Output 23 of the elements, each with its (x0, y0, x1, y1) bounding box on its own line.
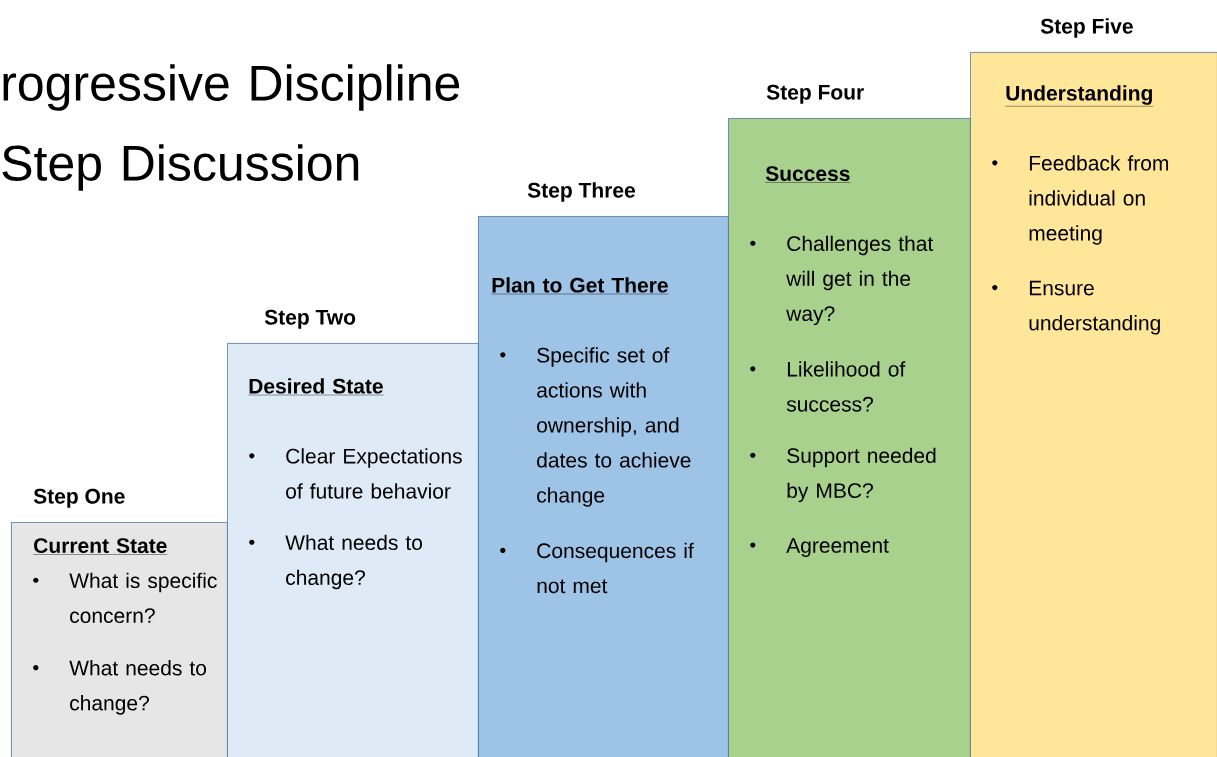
step-label: Step Two (264, 309, 356, 329)
step-label: Step Three (527, 182, 635, 202)
bullet-item: Agreement (750, 538, 889, 558)
bullet-item: Support needed by MBC? (750, 447, 936, 503)
bullet-item: Likelihood of success? (750, 361, 906, 412)
step-label: Step Five (1040, 18, 1133, 38)
bullet-item: Ensure understanding (992, 280, 1160, 335)
heading: Desired State (248, 378, 384, 396)
bullet-item: Specific set of actions with ownership, and dates to achieve change (500, 347, 691, 507)
bullet-item: What needs to change? (33, 660, 207, 715)
heading: Understanding (1005, 85, 1154, 107)
bullet-item: Feedback from individual on meeting (992, 155, 1169, 245)
heading: Success (765, 166, 851, 183)
step-label: Step Four (766, 84, 864, 104)
heading: Current State (33, 538, 168, 555)
bullet-item: What needs to change? (249, 534, 423, 590)
step-label: Step One (33, 488, 125, 508)
bullet-item: Clear Expectations of future behavior (249, 448, 462, 499)
bullet-item: Consequences if not met (500, 542, 694, 594)
heading: Plan to Get There (491, 277, 669, 295)
title: rogressive Discipline Step Discussion (2, 64, 460, 191)
bullet-item: Challenges that will get in the way? (750, 235, 934, 326)
bullet-item: What is specific concern? (33, 572, 217, 624)
